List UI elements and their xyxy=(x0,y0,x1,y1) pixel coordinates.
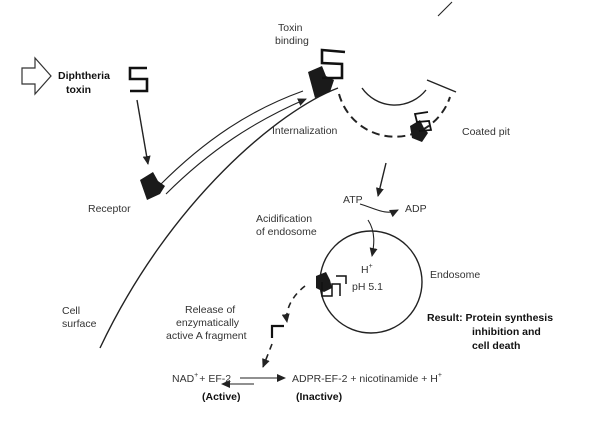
active-label: (Active) xyxy=(202,391,241,403)
h-plus-sup-2: + xyxy=(438,372,442,379)
toxin-binding-label-2: binding xyxy=(275,35,309,47)
stray-line xyxy=(437,1,453,17)
endosome-toxin-fragment-icon xyxy=(336,275,347,284)
nad-rest-text: + EF-2 xyxy=(199,373,231,385)
pit-toxin-icon xyxy=(413,111,433,132)
cell-membrane xyxy=(99,87,339,349)
cell-surface-label-1: Cell xyxy=(62,305,80,317)
release-dashed-arrow xyxy=(281,285,306,323)
release-label-2: enzymatically xyxy=(176,317,240,329)
toxin-to-receptor-arrow xyxy=(136,99,151,165)
atp-label: ATP xyxy=(343,194,363,206)
a-fragment-dashed-arrow xyxy=(262,343,273,368)
toxin-icon xyxy=(128,66,149,93)
adpr-ef2-label: ADPR-EF-2 + nicotinamide + H+ xyxy=(292,372,442,385)
track-inner-arrow xyxy=(165,98,307,195)
h-plus-label: H+ xyxy=(361,263,373,276)
nad-ef2-label: NAD++ EF-2 xyxy=(172,372,231,385)
nad-plus-sup: + xyxy=(194,372,198,379)
nad-text: NAD xyxy=(172,373,195,385)
cell-surface-label-2: surface xyxy=(62,318,97,330)
endosome-label: Endosome xyxy=(430,269,480,281)
toxin-label: toxin xyxy=(66,84,91,96)
endosome-toxin-icon xyxy=(321,282,341,297)
result-label-2: inhibition and xyxy=(472,326,541,338)
coated-pit-coat xyxy=(338,93,451,138)
coated-pit-label: Coated pit xyxy=(462,126,510,138)
track-outer xyxy=(159,90,304,186)
release-label-3: active A fragment xyxy=(166,330,247,342)
inactive-label: (Inactive) xyxy=(296,391,342,403)
result-label-1: Result: Protein synthesis xyxy=(427,312,553,324)
receptor-icon xyxy=(140,172,165,200)
bound-receptor-icon xyxy=(308,66,334,98)
hollow-arrow-icon xyxy=(21,56,52,96)
coated-pit-membrane xyxy=(361,87,427,106)
diphtheria-label: Diphtheria xyxy=(58,70,110,82)
receptor-label: Receptor xyxy=(88,203,131,215)
adpr-text: ADPR-EF-2 + nicotinamide + H xyxy=(292,373,438,385)
result-label-3: cell death xyxy=(472,340,520,352)
release-label-1: Release of xyxy=(185,304,235,316)
atp-adp-curve xyxy=(359,203,399,218)
endosome-receptor-icon xyxy=(316,272,332,292)
h-plus-sup: + xyxy=(369,263,373,270)
proton-pump-arrow xyxy=(367,219,378,257)
acidification-label-2: of endosome xyxy=(256,226,317,238)
acidification-label-1: Acidification xyxy=(256,213,312,225)
h-text: H xyxy=(361,264,369,276)
ph-label: pH 5.1 xyxy=(352,281,383,293)
toxin-binding-label-1: Toxin xyxy=(278,22,303,34)
pit-to-endosome-arrow xyxy=(375,162,387,197)
bound-toxin-icon xyxy=(320,48,346,80)
internalization-label: Internalization xyxy=(272,125,338,137)
a-fragment-icon xyxy=(270,324,284,338)
adp-label: ADP xyxy=(405,203,427,215)
cell-membrane-right xyxy=(426,79,457,93)
